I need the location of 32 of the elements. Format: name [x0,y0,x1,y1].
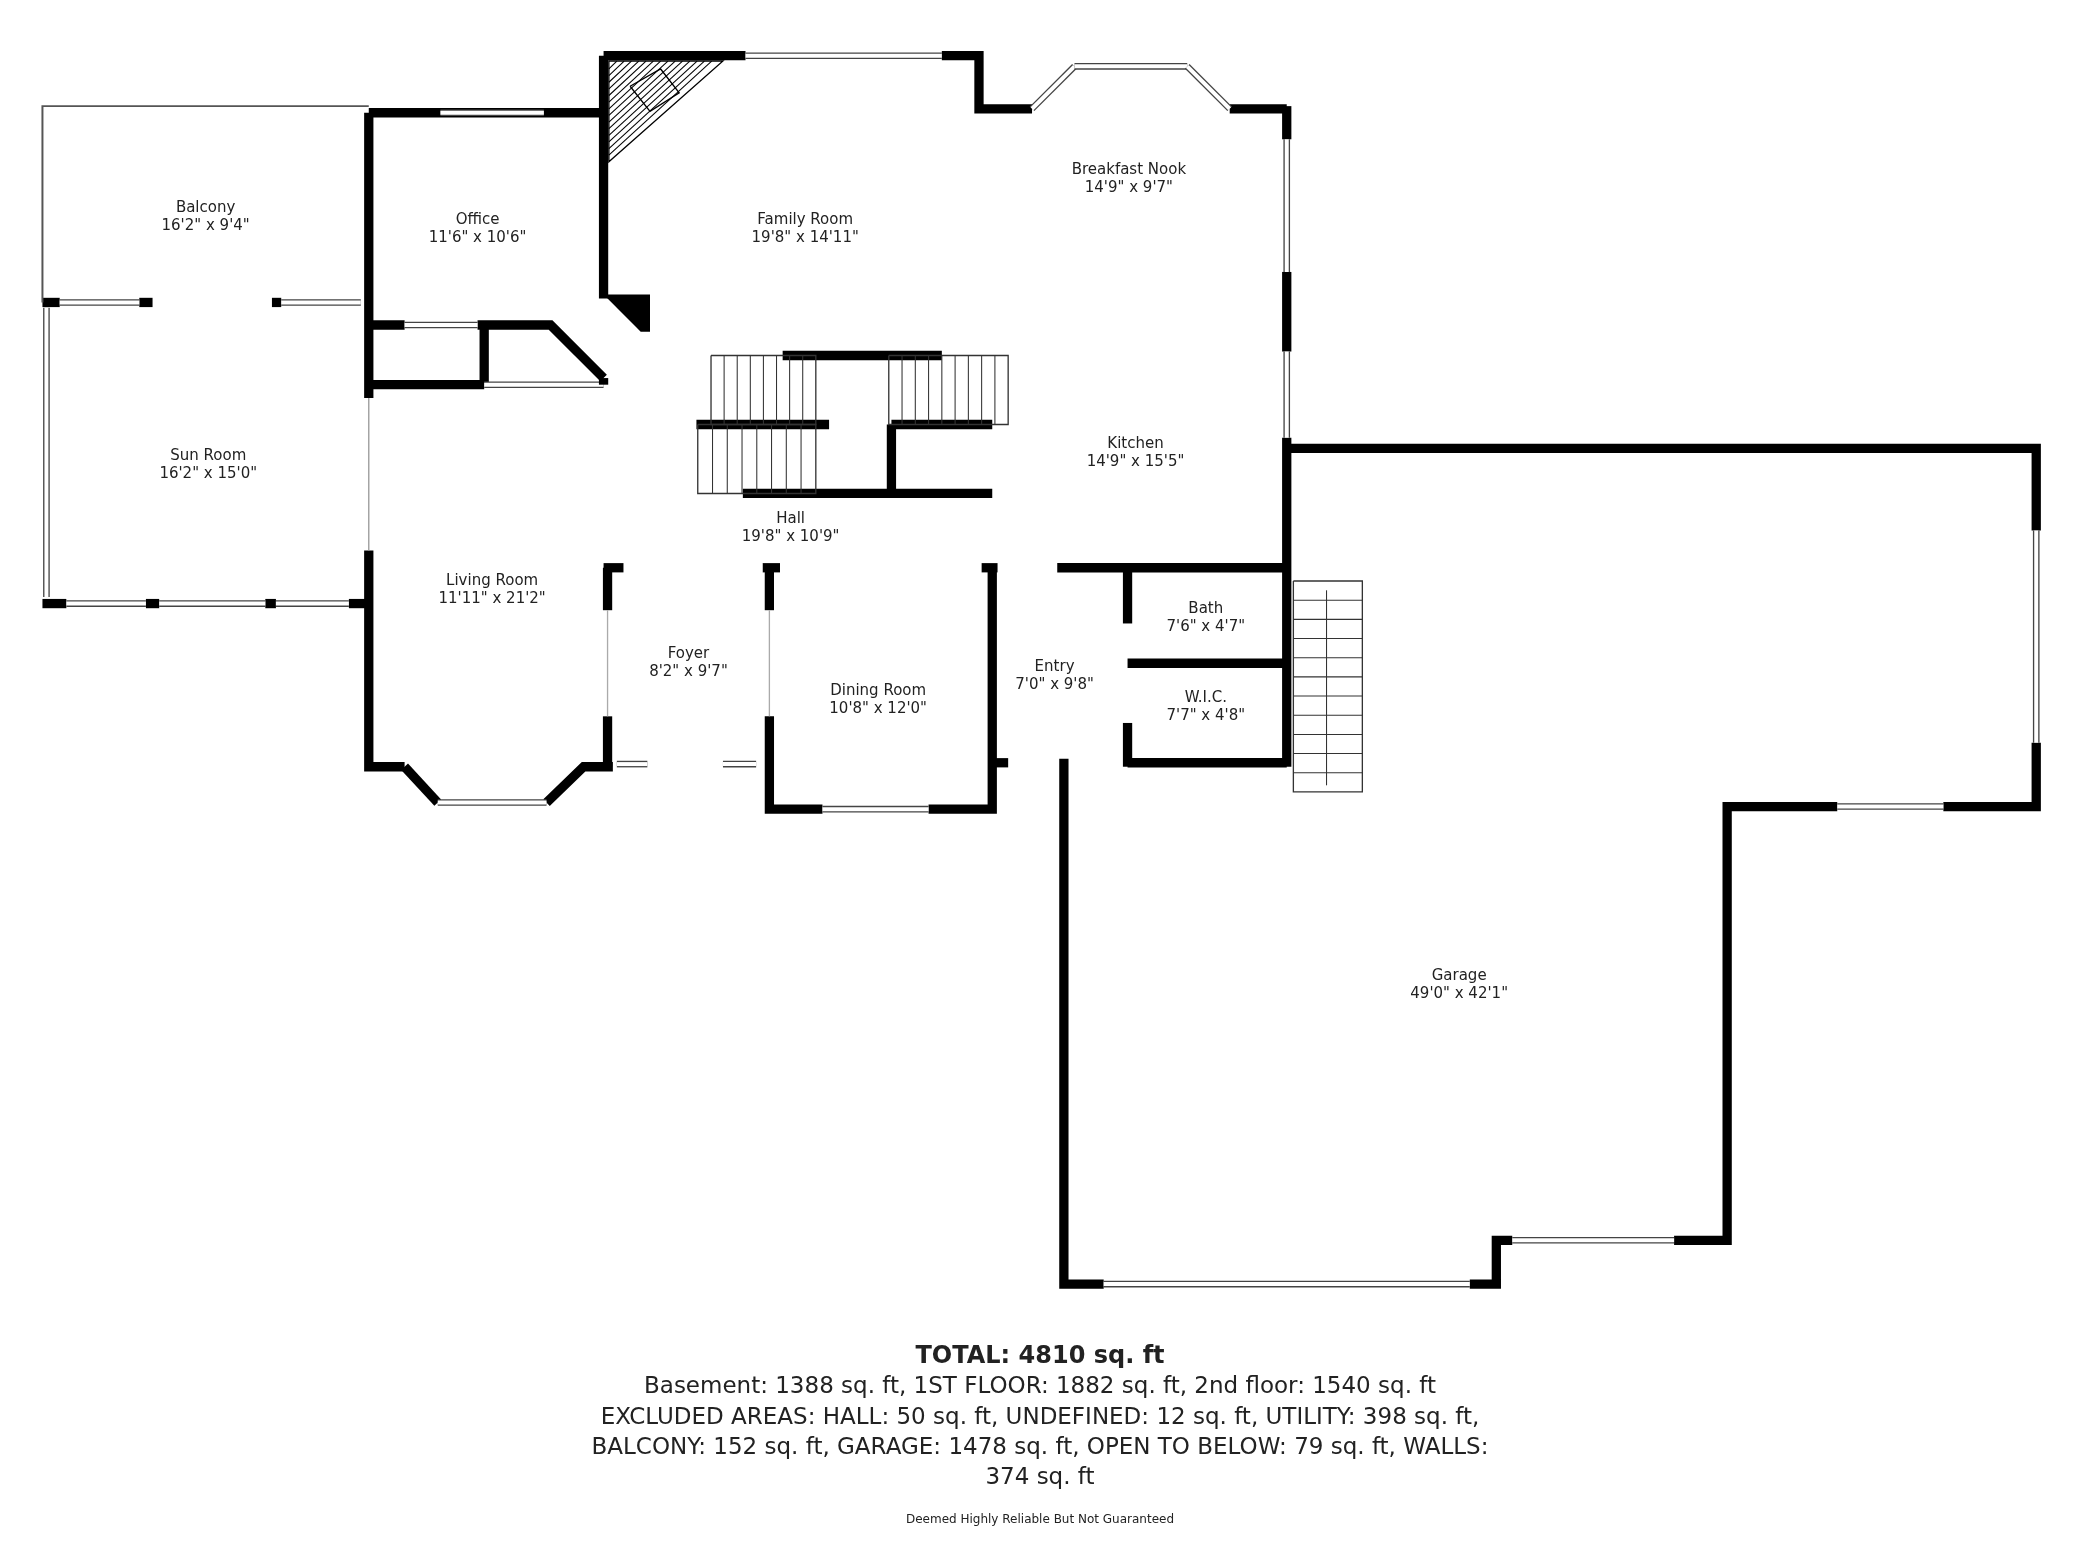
room-name: Foyer [666,643,711,662]
room-name: Breakfast Nook [1071,159,1187,178]
room-name: Hall [775,508,806,527]
room-name: Family Room [756,210,855,229]
room-name: Balcony [174,198,237,217]
room-name: Garage [1430,966,1488,985]
room-dimensions: 7'0" x 9'8" [1015,675,1094,694]
room-name: Entry [1033,657,1076,676]
room-dimensions: 14'9" x 9'7" [1083,177,1174,196]
room-name: Office [454,210,501,229]
room-dimensions: 16'2" x 9'4" [161,216,250,235]
room-name: Sun Room [169,446,248,465]
room-dimensions: 19'8" x 14'11" [751,228,859,247]
room-dimensions: 10'8" x 12'0" [829,699,927,718]
room-dimensions: 7'7" x 4'8" [1166,705,1246,724]
room-dimensions: 7'6" x 4'7" [1166,616,1246,635]
room-dimensions: 8'2" x 9'7" [649,661,728,680]
area-breakdown: Basement: 1388 sq. ft, 1ST FLOOR: 1882 sq. ft, 2nd floor: 1540 sq. ft [644,1371,1436,1400]
room-name: Bath [1187,598,1225,617]
room-dimensions: 19'8" x 10'9" [741,526,840,545]
area-total: TOTAL: 4810 sq. ft [915,1340,1165,1371]
room-dimensions: 11'6" x 10'6" [428,228,527,247]
disclaimer: Deemed Highly Reliable But Not Guaranteed [905,1512,1175,1528]
room-dimensions: 49'0" x 42'1" [1410,984,1509,1003]
room-dimensions: 11'11" x 21'2" [438,588,546,607]
room-name: Dining Room [829,681,927,700]
room-name: Living Room [445,570,540,589]
room-name: W.I.C. [1183,687,1228,706]
room-name: Kitchen [1106,434,1165,453]
excluded-areas-note: EXCLUDED AREAS: HALL: 50 sq. ft, UNDEFINED: 12 sq. ft, UTILITY: 398 sq. ft, BALCONY: 152 sq. ft, GARAGE: 1478 sq. ft, OPEN TO BELOW: 79 sq. ft, WALLS: 374 sq. ft [590,1402,1490,1491]
room-dimensions: 16'2" x 15'0" [159,464,258,483]
room-dimensions: 14'9" x 15'5" [1086,452,1185,471]
